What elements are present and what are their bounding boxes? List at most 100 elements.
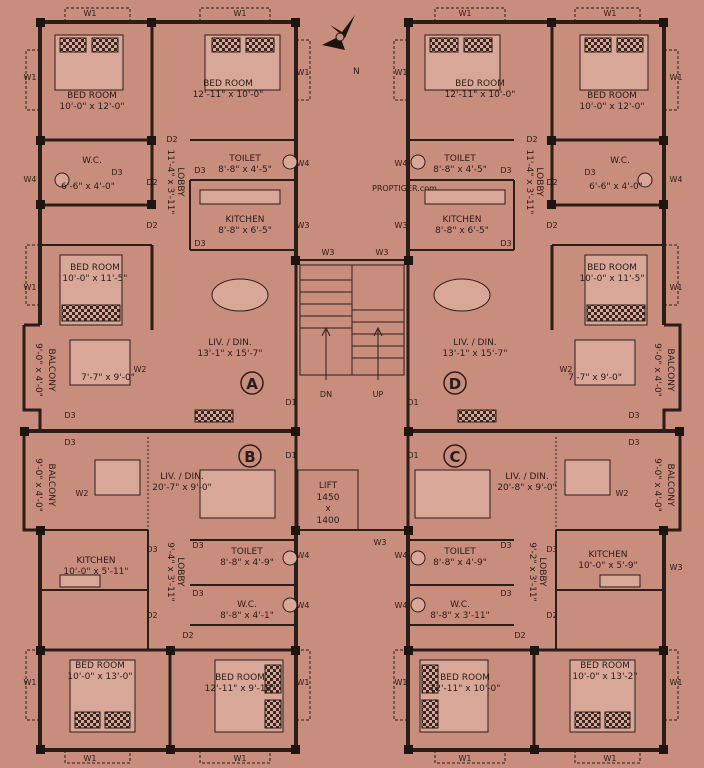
tag-d2: D2 [546,611,557,620]
c-liv-name: LIV. / DIN. [505,472,548,482]
d-bed1-size: 12'-11" x 10'-0" [445,90,516,100]
c-bed1-size: 12'-11" x 10'-0" [430,684,501,694]
tag-d3: D3 [64,438,75,447]
a-kitchen-size: 8'-8" x 6'-5" [218,226,272,236]
tag-w1: W1 [24,73,37,82]
b-balcony-name: BALCONY [46,464,56,507]
a-toilet-size: 8'-8" x 4'-5" [218,165,272,175]
d-lobby-name: LOBBY [534,167,544,197]
tag-d3: D3 [584,168,595,177]
tag-w1: W1 [24,283,37,292]
tag-w4: W4 [24,175,37,184]
a-bed1-name: BED ROOM [67,91,117,101]
tag-d2: D2 [182,631,193,640]
tag-w2: W2 [560,365,573,374]
tag-d3: D3 [194,166,205,175]
d-wc-size: 6'-6" x 4'-0" [589,182,643,192]
b-bed1-name: BED ROOM [75,661,125,671]
tag-d3: D3 [546,545,557,554]
d-bed1-name: BED ROOM [455,79,505,89]
d-bed3-name: BED ROOM [587,263,637,273]
tag-d1: D1 [285,398,296,407]
lift-width: 1450 [317,493,340,503]
tag-w1: W1 [297,678,310,687]
tag-w3: W3 [297,221,310,230]
b-bed1-size: 10'-0" x 13'-0" [67,672,132,682]
tag-w4: W4 [297,159,310,168]
lift-shaft: LIFT 1450 x 1400 [297,469,359,531]
d-toilet-name: TOILET [443,154,476,164]
c-bed2-name: BED ROOM [580,661,630,671]
tag-d2: D2 [526,135,537,144]
tag-w4: W4 [297,601,310,610]
tag-w4: W4 [395,551,408,560]
d-toilet-size: 8'-8" x 4'-5" [433,165,487,175]
d-balcony-size: 9'-0" x 4'-0" [652,343,662,397]
columns [20,18,684,754]
c-lobby-size: 9'-2" x 3'-11" [527,542,537,601]
interior-partitions [40,22,664,750]
d-kitchen-size: 8'-8" x 6'-5" [435,226,489,236]
room-labels: BED ROOM 10'-0" x 12'-0" BED ROOM 12'-11… [33,79,675,694]
b-lobby-size: 9'-4" x 3'-11" [165,542,175,601]
tag-d3: D3 [146,545,157,554]
tag-w2: W2 [134,365,147,374]
d-bed3-size: 10'-0" x 11'-5" [579,274,644,284]
c-bed1-name: BED ROOM [440,673,490,683]
b-bed2-size: 12'-11" x 9'-10" [205,684,276,694]
b-wc-size: 8'-8" x 4'-1" [220,611,274,621]
a-wc-name: W.C. [82,156,102,166]
tag-w1: W1 [234,9,247,18]
b-bed2-name: BED ROOM [215,673,265,683]
a-balcony-name: BALCONY [46,349,56,392]
b-kitchen-size: 10'-0" x 5'-11" [63,567,128,577]
a-lobby-name: LOBBY [175,167,185,197]
tag-d3: D3 [500,166,511,175]
lift-label: LIFT [319,481,338,491]
tag-w1: W1 [395,68,408,77]
b-wc-name: W.C. [237,600,257,610]
b-lobby-name: LOBBY [175,557,185,587]
tag-d3: D3 [500,541,511,550]
c-balcony-name: BALCONY [665,464,675,507]
tag-d2: D2 [166,135,177,144]
c-liv-size: 20'-8" x 9'-0" [497,483,556,493]
d-liv-size: 13'-1" x 15'-7" [442,349,507,359]
tag-d2: D2 [514,631,525,640]
d-balcony-name: BALCONY [665,349,675,392]
a-lobby-size: 11'-4" x 3'-11" [165,149,175,214]
tag-d2: D2 [546,221,557,230]
a-wc-size: 6'-6" x 4'-0" [61,182,115,192]
tag-d2: D2 [146,611,157,620]
c-kitchen-name: KITCHEN [589,550,628,560]
tag-w1: W1 [604,754,617,763]
tag-w1: W1 [459,754,472,763]
c-toilet-name: TOILET [443,547,476,557]
tag-w1: W1 [234,754,247,763]
unit-markers: A B C D [238,371,467,468]
unit-d-marker: D [449,375,461,393]
tag-w3: W3 [670,563,683,572]
tag-d3: D3 [500,589,511,598]
b-toilet-size: 8'-8" x 4'-9" [220,558,274,568]
tag-w2: W2 [76,489,89,498]
tag-w3: W3 [376,248,389,257]
tag-w4: W4 [395,159,408,168]
a-toilet-name: TOILET [228,154,261,164]
a-balcony-size: 9'-0" x 4'-0" [33,343,43,397]
staircase: DN UP [299,264,405,399]
stairs-down-label: DN [320,390,332,399]
a-bath-size: 7'-7" x 9'-0" [81,373,135,383]
compass: N [322,15,360,77]
c-lobby-name: LOBBY [537,557,547,587]
tag-d2: D2 [146,221,157,230]
a-bed1-size: 10'-0" x 12'-0" [59,102,124,112]
tag-w3: W3 [395,221,408,230]
b-toilet-name: TOILET [230,547,263,557]
tag-d1: D1 [407,398,418,407]
a-bed2-size: 12'-11" x 10'-0" [193,90,264,100]
stairs-up-label: UP [373,390,384,399]
c-balcony-size: 9'-0" x 4'-0" [652,458,662,512]
d-kitchen-name: KITCHEN [443,215,482,225]
tag-w3: W3 [374,538,387,547]
